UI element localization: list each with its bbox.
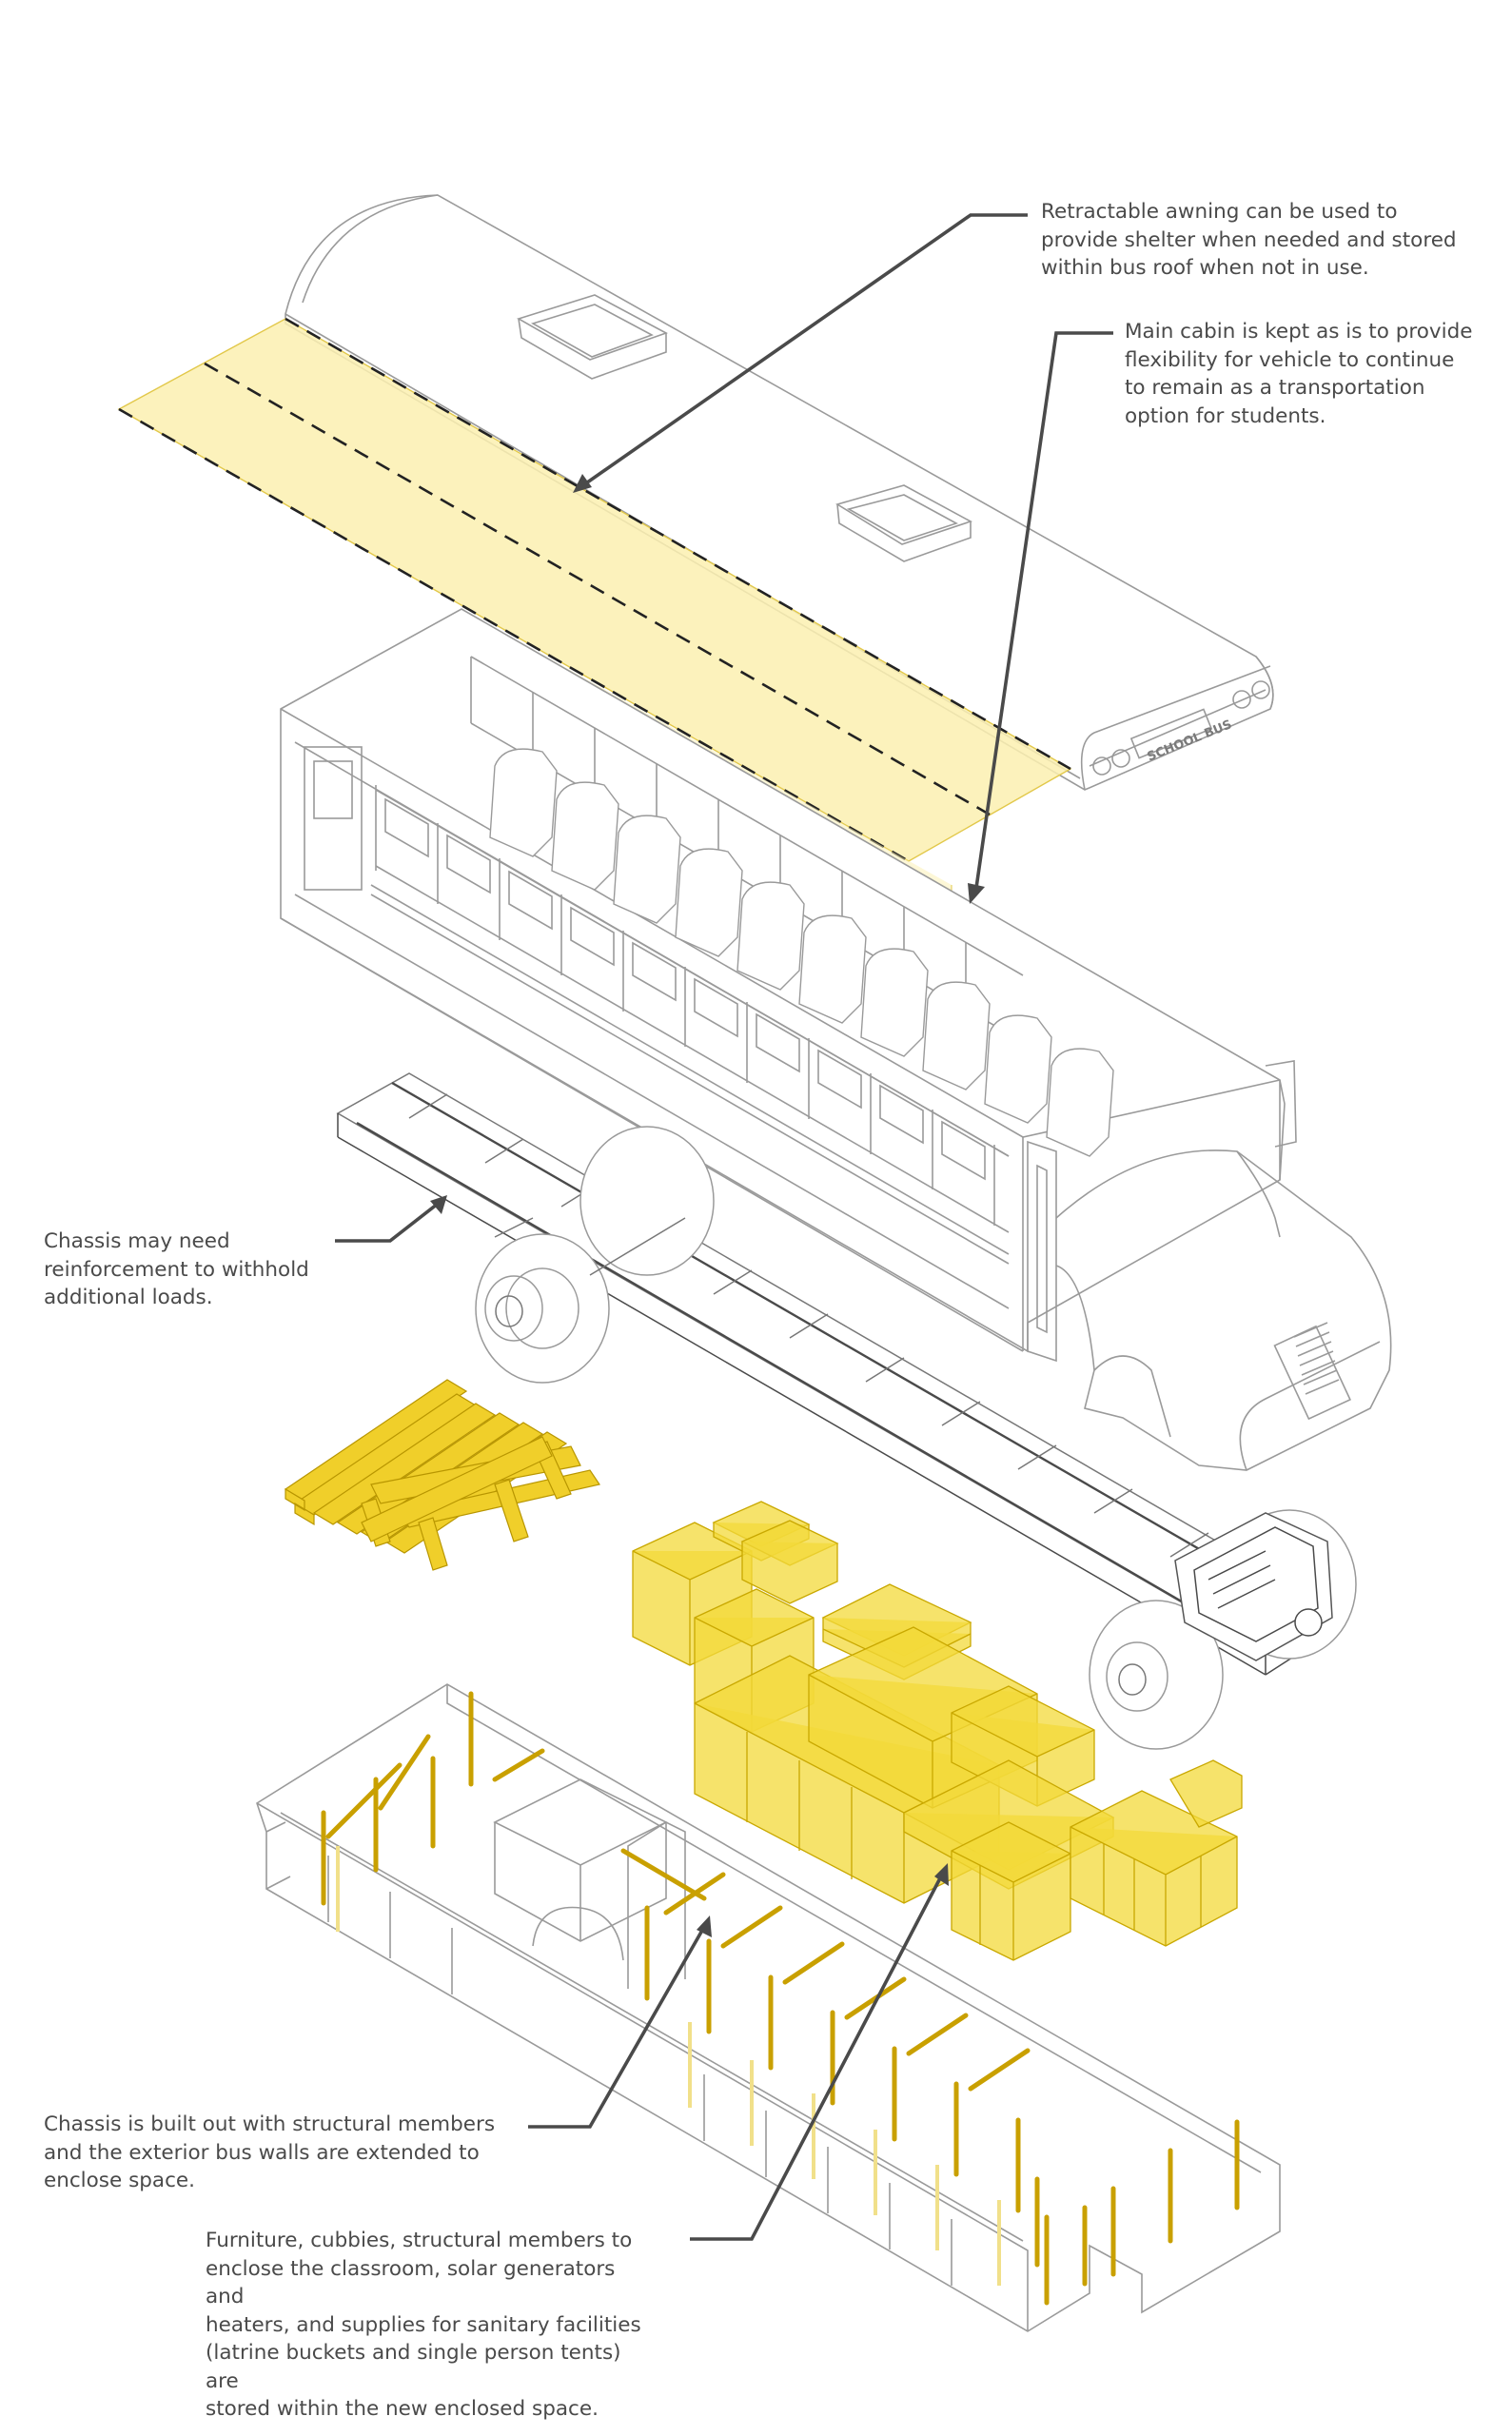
bus-seats (489, 748, 1114, 1157)
cargo-boxes (632, 1501, 1243, 1961)
awning-annotation: Retractable awning can be used to provid… (1041, 200, 1457, 280)
chassis-frame (336, 1072, 1357, 1750)
awning-leader (973, 331, 1113, 895)
storage-leader (690, 1874, 944, 2241)
chassis-annotation: Chassis may need reinforcement to withho… (44, 1229, 309, 1309)
bus-roof (285, 194, 1274, 791)
leader-lines (335, 213, 1113, 2241)
chassis-leader (335, 1202, 440, 1243)
lumber-bundle (284, 1379, 600, 1571)
walls-leader (528, 1926, 706, 2129)
storage-annotation: Furniture, cubbies, structural members t… (206, 2229, 641, 2421)
leader-arrowheads (430, 474, 985, 1937)
walls-annotation: Chassis is built out with structural mem… (44, 2112, 496, 2192)
structural-members (321, 1691, 1240, 2306)
cabin-annotation: Main cabin is kept as is to provide flex… (1125, 320, 1473, 428)
structural-member-ghosts (336, 1846, 1001, 2286)
